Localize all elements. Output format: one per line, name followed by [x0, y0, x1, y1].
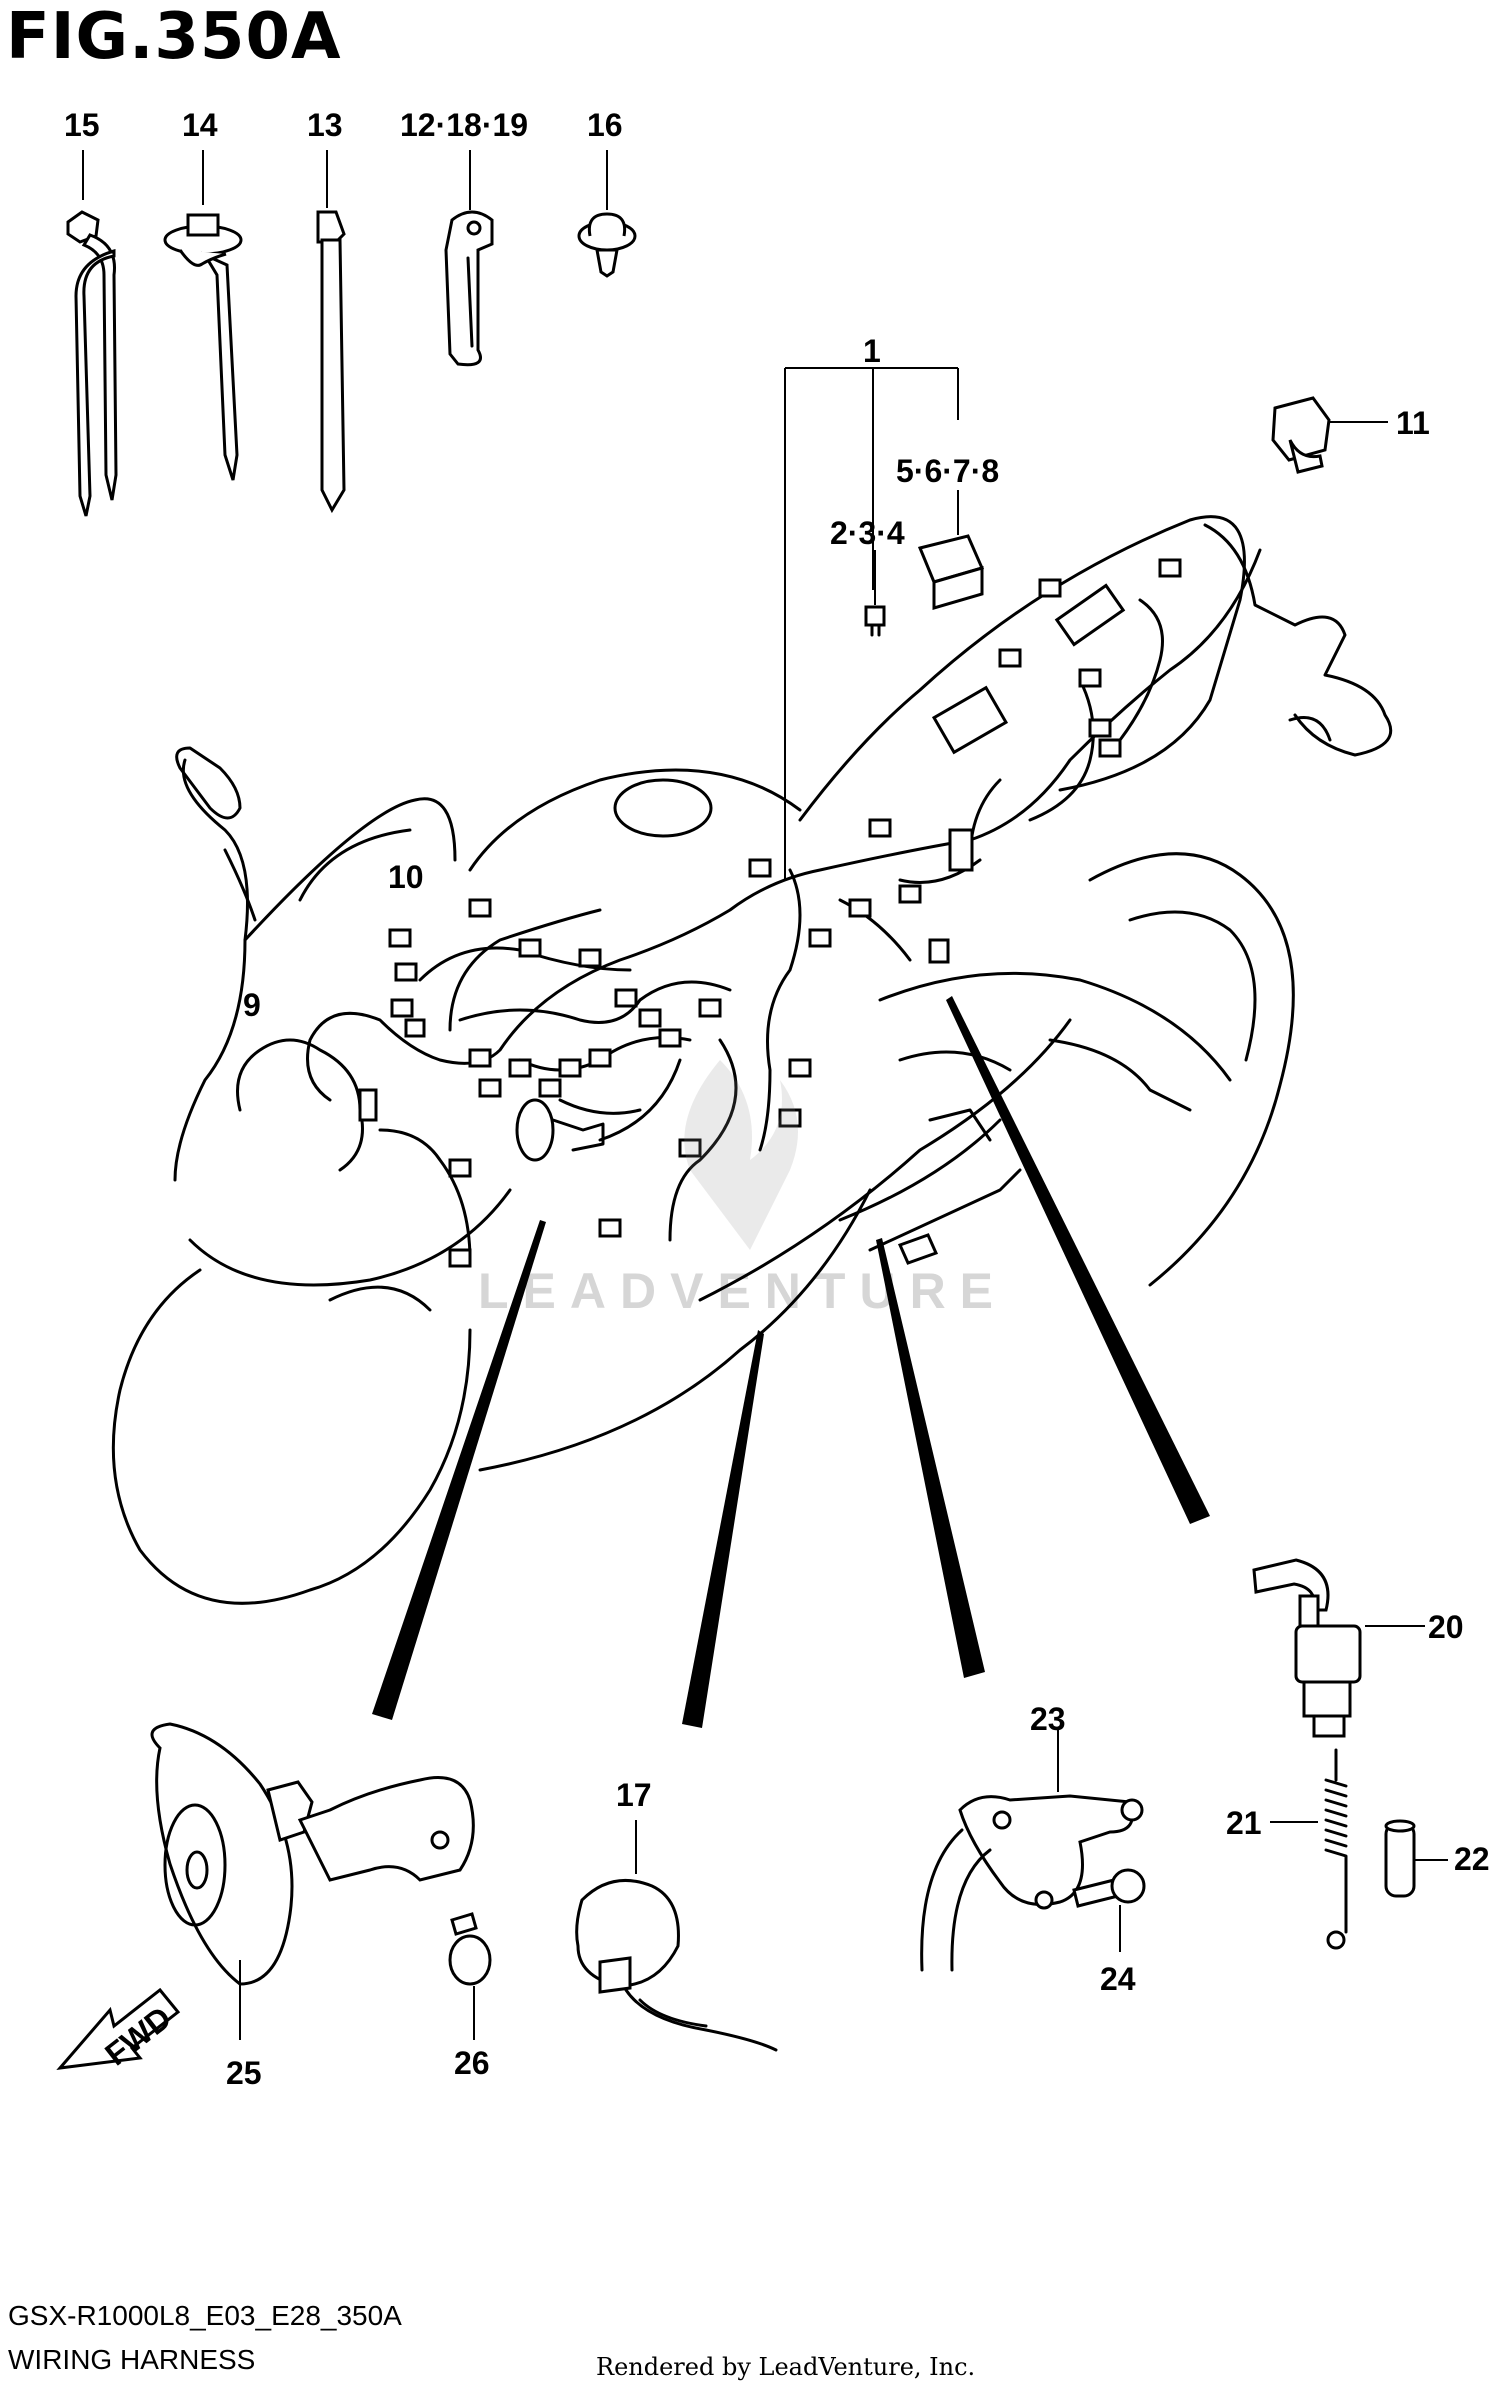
part-26-bolt[interactable]	[448, 1912, 492, 2040]
part-25-horn[interactable]	[150, 1722, 475, 2040]
wiring-harness-assembly[interactable]	[236, 548, 1262, 1268]
part-15-cable-tie[interactable]	[66, 150, 118, 517]
callout-5-6-7-8: 5·6·7·8	[896, 453, 999, 489]
figure-title: FIG.350A	[6, 0, 342, 74]
diagram-code: GSX-R1000L8_E03_E28_350A	[8, 2300, 402, 2331]
callout-21: 21	[1226, 1805, 1262, 1841]
part-22-pin[interactable]	[1384, 1819, 1448, 1898]
part-20-switch[interactable]	[1252, 1558, 1425, 1738]
rendered-by-credit: Rendered by LeadVenture, Inc.	[596, 2353, 976, 2381]
callout-10: 10	[388, 859, 424, 895]
part-24-bolt[interactable]	[1072, 1868, 1146, 1952]
part-14-cable-tie-bolt[interactable]	[163, 150, 243, 481]
callout-2-3-4: 2·3·4	[830, 515, 905, 551]
callout-17: 17	[616, 1777, 652, 1813]
part-17-sensor[interactable]	[575, 1820, 778, 2052]
callout-22: 22	[1454, 1841, 1490, 1877]
part-13-cable-tie[interactable]	[316, 150, 346, 514]
part-5-6-7-8-relay[interactable]	[917, 490, 985, 610]
watermark-text: LEADVENTURE	[478, 1263, 1008, 1319]
horn-installed	[515, 1098, 605, 1162]
part-16-clip[interactable]	[577, 150, 637, 278]
callout-1-bracket	[784, 367, 959, 880]
callout-23: 23	[1030, 1701, 1066, 1737]
diagram-name: WIRING HARNESS	[8, 2344, 256, 2375]
callout-26: 26	[454, 2045, 490, 2081]
part-11-connector-clip[interactable]	[1271, 396, 1388, 474]
motorcycle-outline	[111, 515, 1393, 1605]
part-23-switch[interactable]	[920, 1730, 1144, 1972]
callout-14: 14	[182, 107, 218, 143]
callout-24: 24	[1100, 1961, 1136, 1997]
pointer-to-switch-23	[876, 1238, 985, 1678]
callout-11: 11	[1396, 405, 1430, 441]
callout-9: 9	[243, 987, 261, 1023]
callout-1: 1	[863, 333, 881, 369]
callout-16: 16	[587, 107, 623, 143]
callout-25: 25	[226, 2055, 262, 2091]
part-2-3-4-fuse[interactable]	[864, 550, 886, 637]
callout-13: 13	[307, 107, 343, 143]
part-21-spring[interactable]	[1270, 1748, 1348, 1950]
pointer-to-sensor-17	[682, 1330, 764, 1728]
pointer-to-switch-20	[946, 996, 1210, 1524]
pointer-to-horn	[372, 1220, 546, 1720]
callout-15: 15	[64, 107, 100, 143]
watermark-logo	[684, 1060, 798, 1250]
callout-20: 20	[1428, 1609, 1464, 1645]
callout-12-18-19: 12·18·19	[400, 107, 528, 143]
part-12-18-19-clamp[interactable]	[444, 150, 494, 367]
fwd-arrow-icon: FWD	[56, 1987, 181, 2073]
